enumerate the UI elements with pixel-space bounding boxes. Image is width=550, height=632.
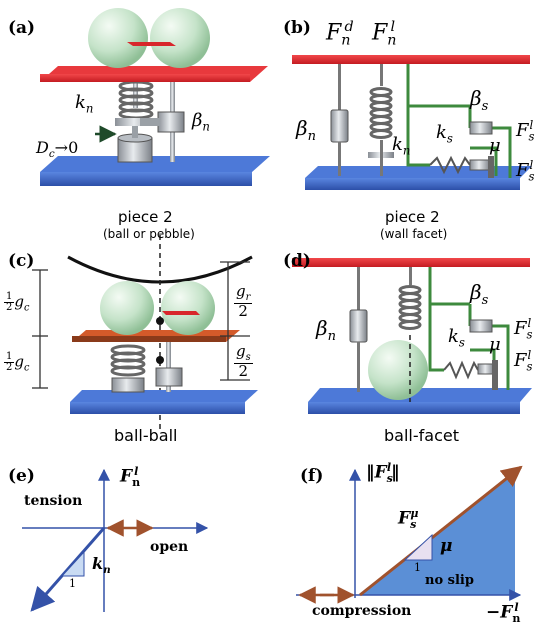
panel-d-caption: ball-facet xyxy=(384,426,459,445)
panel-c-contact-dot-1 xyxy=(156,317,164,325)
panel-a-spring-rod xyxy=(133,78,138,108)
panel-c-ball-left xyxy=(100,281,154,335)
panel-b-label: (b) xyxy=(283,18,311,38)
panel-d-top-plate xyxy=(292,258,530,267)
panel-e-kn-label: kn xyxy=(92,554,111,577)
panel-c-piece-subtitle: (ball or pebble) xyxy=(103,227,195,241)
panel-d-betan-label: βn xyxy=(316,316,336,344)
panel-f-label: (f) xyxy=(300,466,324,486)
panel-d-ks-label: ks xyxy=(448,326,465,350)
panel-b-betas-label: βs xyxy=(470,86,489,114)
panel-b-fs1-label: Fsl xyxy=(516,118,535,144)
panel-b-tangential-linkage xyxy=(406,64,512,178)
panel-d xyxy=(292,258,532,414)
panel-c xyxy=(32,235,258,430)
panel-a-base-top xyxy=(40,156,270,172)
panel-a-spring xyxy=(118,80,154,120)
panel-c-spring xyxy=(110,344,146,377)
panel-f-compression-label: compression xyxy=(312,603,412,619)
panel-d-label: (d) xyxy=(283,251,311,271)
panel-f xyxy=(296,465,523,604)
panel-c-base xyxy=(70,402,245,414)
panel-b-spring-s xyxy=(429,155,471,175)
panel-e-label: (e) xyxy=(8,466,35,486)
panel-f-slope-triangle xyxy=(403,533,433,561)
panel-d-damper-s xyxy=(469,319,493,333)
panel-f-yaxis-label: ‖Fsl‖ xyxy=(366,461,400,486)
panel-b-fs2-label: Fsl xyxy=(516,158,535,184)
panel-d-spring-s xyxy=(443,360,479,380)
panel-a-kn-label: kn xyxy=(75,92,94,116)
panel-a-ball-left xyxy=(88,8,148,68)
panel-e-one-label: 1 xyxy=(69,577,76,590)
panel-a-contact-tab xyxy=(127,42,176,46)
panel-d-fs2-label: Fsl xyxy=(514,348,533,374)
panel-a-top-plate xyxy=(40,74,250,82)
panel-f-fsmu-label: Fsμ xyxy=(398,507,419,532)
panel-f-xaxis-label: −Fnl xyxy=(486,601,521,626)
panel-b-fnd-label: Fnd xyxy=(326,19,354,49)
panel-b-damper-n xyxy=(330,109,349,143)
panel-b xyxy=(292,55,532,190)
panel-e xyxy=(22,468,209,612)
panel-a-betan-label: βn xyxy=(192,110,210,134)
panel-e-yaxis-label: Fnl xyxy=(120,465,141,490)
panel-c-dimension-right xyxy=(220,261,250,381)
panel-c-label: (c) xyxy=(8,251,35,271)
panel-c-ball-right xyxy=(161,281,215,335)
panel-d-damper-n xyxy=(349,309,368,343)
panel-d-fs1-label: Fsl xyxy=(514,316,533,342)
panel-a-base xyxy=(40,172,252,186)
panel-a-dashpot-link xyxy=(140,118,160,126)
panel-a xyxy=(40,8,270,186)
panel-b-fnl-label: Fnl xyxy=(372,19,397,49)
panel-c-caption: ball-ball xyxy=(114,426,178,445)
panel-d-base xyxy=(308,402,520,414)
panel-a-label: (a) xyxy=(8,18,36,38)
panel-c-piece2-surface xyxy=(67,255,253,284)
panel-b-ks-label: ks xyxy=(436,122,453,146)
panel-c-dashpot xyxy=(155,367,183,387)
panel-f-one-label: 1 xyxy=(414,561,421,574)
panel-b-betan-label: βn xyxy=(296,116,316,144)
panel-b-damper-s xyxy=(469,121,493,135)
panel-a-dashpot xyxy=(157,111,185,133)
panel-c-piece-title: piece 2 xyxy=(118,208,173,226)
panel-d-mu-label: μ xyxy=(489,334,501,355)
panel-b-base xyxy=(305,178,520,190)
panel-d-spring-n xyxy=(398,285,422,330)
panel-b-top-plate xyxy=(292,55,530,64)
panel-b-kn-label: kn xyxy=(392,134,411,158)
panel-b-spring-n xyxy=(369,87,393,139)
panel-a-dc-label: Dc→0 xyxy=(36,138,79,161)
panel-c-contact-dot-2 xyxy=(156,356,164,364)
panel-e-open-label: open xyxy=(150,539,189,555)
panel-d-friction-slider xyxy=(477,363,495,375)
panel-e-slope-triangle xyxy=(60,550,85,577)
panel-f-no-slip-label: no slip xyxy=(425,573,474,588)
panel-a-ball-right xyxy=(150,8,210,68)
panel-a-spring-seat xyxy=(115,118,157,126)
panel-d-ball xyxy=(368,340,428,400)
panel-b-friction-slider xyxy=(469,159,491,171)
panel-d-piece-subtitle: (wall facet) xyxy=(380,227,448,241)
panel-b-mu-label: μ xyxy=(489,135,501,156)
panel-f-mu-label: μ xyxy=(440,536,453,556)
panel-d-betas-label: βs xyxy=(470,280,489,308)
panel-c-dimension-left xyxy=(32,269,48,389)
panel-f-slip-limit-line xyxy=(359,465,523,597)
panel-e-tension-label: tension xyxy=(24,493,83,509)
panel-d-piece-title: piece 2 xyxy=(385,208,440,226)
